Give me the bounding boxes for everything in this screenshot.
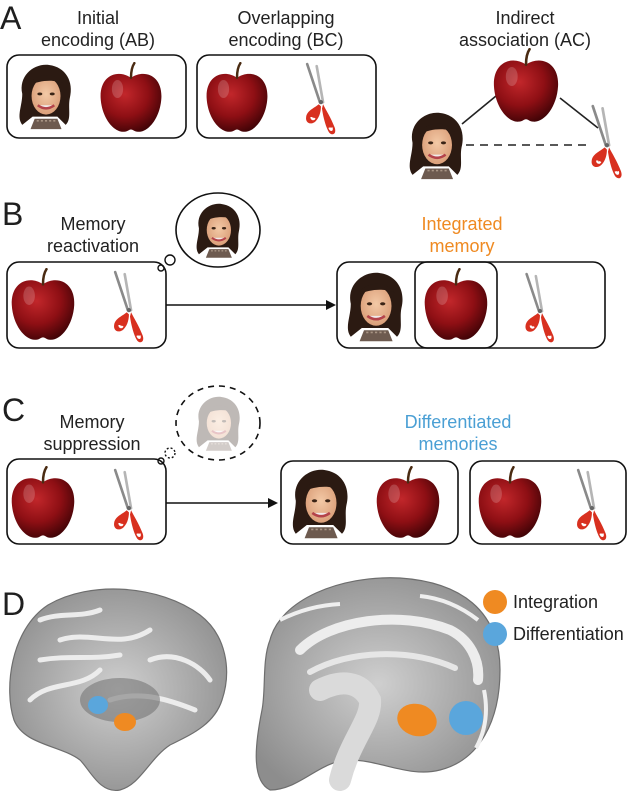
scissors-icon [590,104,624,180]
association-line-ab [461,95,497,125]
label-line: association (AC) [458,30,592,50]
scissors-icon [112,270,145,344]
label-line: Overlapping [237,8,335,28]
panel-a-graphics [6,48,624,180]
apple-icon [492,48,560,124]
label-line: suppression [43,434,141,454]
face-icon [291,468,349,540]
apple-icon [10,466,76,540]
legend-differentiation-swatch [483,622,507,646]
label-line: Memory [59,412,125,432]
legend-integration-swatch [483,590,507,614]
label-line: Integrated [421,214,503,234]
arrow-head-icon [268,498,278,508]
label-line: Indirect [495,8,555,28]
label-line: Initial [76,8,120,28]
apple-icon [10,268,76,342]
panel-c-graphics [6,385,627,545]
legend-differentiation-label: Differentiation [513,624,624,644]
face-icon [195,202,241,259]
differentiated-box-ab [280,460,459,545]
brain-sagittal-right-icon [255,577,501,791]
panel-letter-d: D [2,586,26,622]
panel-letter-c: C [2,392,26,428]
face-icon [408,111,464,180]
label-line: encoding (BC) [228,30,344,50]
panel-letter-a: A [0,0,22,36]
encoding-ab-box [6,54,187,139]
scissors-icon [304,62,337,136]
label-line: Memory [60,214,126,234]
suppression-box [6,458,167,545]
label-line: memory [429,236,495,256]
differentiation-region-right [449,701,483,735]
face-icon [18,63,73,131]
scissors-icon [575,468,608,542]
differentiation-region-left [88,696,108,714]
apple-icon [423,268,489,342]
association-line-bc [559,97,599,129]
label-initial-encoding: Initial encoding (AB) [18,7,178,51]
apple-icon [477,466,543,540]
apple-icon [375,466,441,540]
faded-face-icon [195,395,241,452]
label-integrated-memory: Integrated memory [392,213,532,257]
label-indirect-association: Indirect association (AC) [430,7,620,51]
integration-region-left [114,713,136,731]
differentiated-box-bc [469,460,627,545]
label-line: Differentiated [404,412,512,432]
encoding-bc-box [196,54,377,139]
panel-d-graphics [9,577,507,791]
scissors-icon [524,272,556,344]
label-overlapping-encoding: Overlapping encoding (BC) [196,7,376,51]
label-line: encoding (AB) [40,30,156,50]
panel-letter-b: B [2,196,24,232]
arrow-head-icon [326,300,336,310]
panel-b-graphics [6,192,606,349]
label-memory-suppression: Memory suppression [36,411,148,455]
apple-icon [205,62,269,134]
integration-region-right [397,703,437,737]
brain-sagittal-left-icon [9,588,228,791]
legend-integration-label: Integration [513,592,599,612]
apple-icon [99,62,163,134]
scissors-icon [112,468,145,542]
face-icon [346,271,404,343]
label-line: reactivation [46,236,140,256]
label-memory-reactivation: Memory reactivation [38,213,148,257]
integrated-inner-box [414,261,498,349]
label-line: memories [418,434,498,454]
label-differentiated-memories: Differentiated memories [378,411,538,455]
